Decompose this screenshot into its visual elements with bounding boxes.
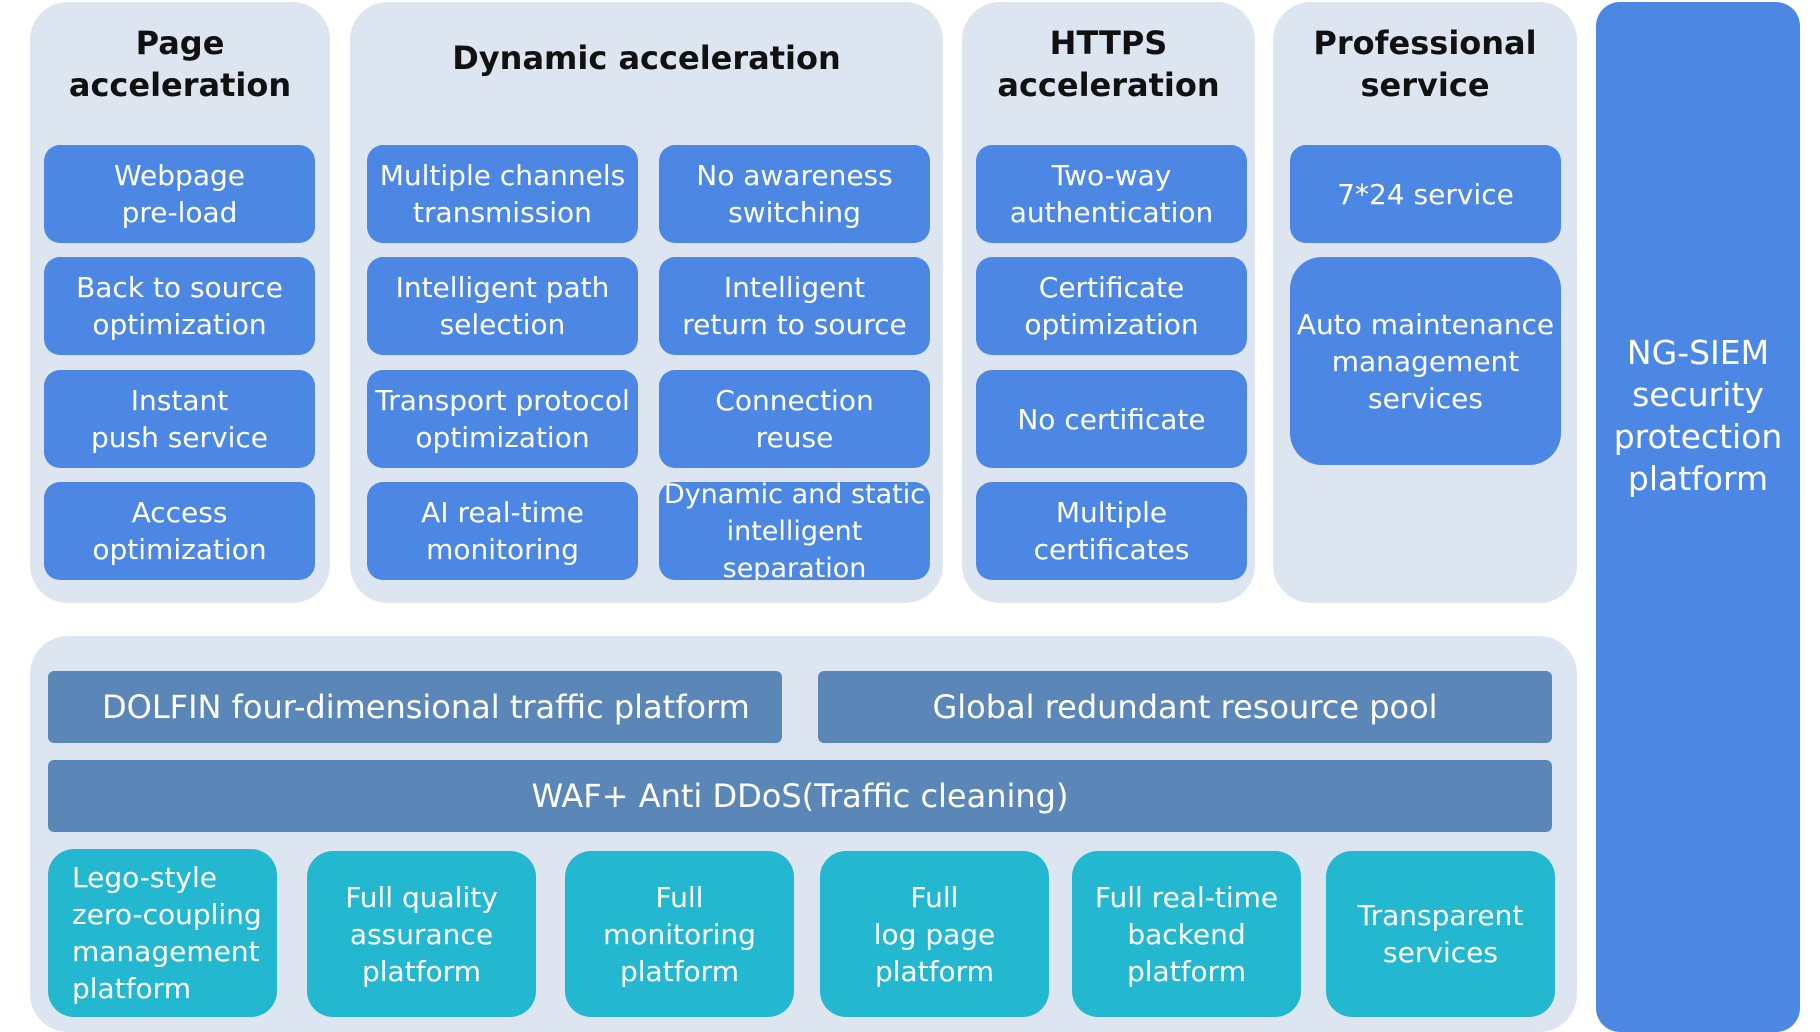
transport-protocol-optimization-box: Transport protocol optimization [367, 370, 638, 468]
no-certificate-box: No certificate [976, 370, 1247, 468]
ng-siem-platform-panel: NG-SIEM security protection platform [1596, 2, 1800, 1032]
full-quality-assurance-platform: Full quality assurance platform [307, 851, 536, 1017]
instant-push-service-box: Instant push service [44, 370, 315, 468]
lego-style-management-platform: Lego-style zero-coupling management plat… [48, 849, 277, 1017]
webpage-preload-box: Webpage pre-load [44, 145, 315, 243]
global-resource-pool-bar: Global redundant resource pool [818, 671, 1552, 743]
connection-reuse-box: Connection reuse [659, 370, 930, 468]
certificate-optimization-box: Certificate optimization [976, 257, 1247, 355]
multiple-channels-transmission-box: Multiple channels transmission [367, 145, 638, 243]
ng-siem-label: NG-SIEM security protection platform [1613, 333, 1783, 498]
no-awareness-switching-box: No awareness switching [659, 145, 930, 243]
intelligent-path-selection-box: Intelligent path selection [367, 257, 638, 355]
transparent-services-platform: Transparent services [1326, 851, 1555, 1017]
intelligent-return-to-source-box: Intelligent return to source [659, 257, 930, 355]
ai-real-time-monitoring-box: AI real-time monitoring [367, 482, 638, 580]
multiple-certificates-box: Multiple certificates [976, 482, 1247, 580]
dynamic-static-separation-box: Dynamic and static intelligent separatio… [659, 482, 930, 580]
7x24-service-box: 7*24 service [1290, 145, 1561, 243]
full-monitoring-platform: Full monitoring platform [565, 851, 794, 1017]
page-acceleration-title: Page acceleration [68, 24, 292, 104]
access-optimization-box: Access optimization [44, 482, 315, 580]
dynamic-acceleration-title: Dynamic acceleration [452, 39, 841, 77]
auto-maintenance-services-box: Auto maintenance management services [1290, 257, 1561, 465]
back-to-source-optimization-box: Back to source optimization [44, 257, 315, 355]
professional-service-title: Professional service [1313, 24, 1537, 104]
full-log-page-platform: Full log page platform [820, 851, 1049, 1017]
full-real-time-backend-platform: Full real-time backend platform [1072, 851, 1301, 1017]
two-way-authentication-box: Two-way authentication [976, 145, 1247, 243]
https-acceleration-title: HTTPS acceleration [997, 24, 1220, 104]
dolfin-traffic-platform-bar: DOLFIN four-dimensional traffic platform [48, 671, 782, 743]
waf-anti-ddos-bar: WAF+ Anti DDoS(Traffic cleaning) [48, 760, 1552, 832]
